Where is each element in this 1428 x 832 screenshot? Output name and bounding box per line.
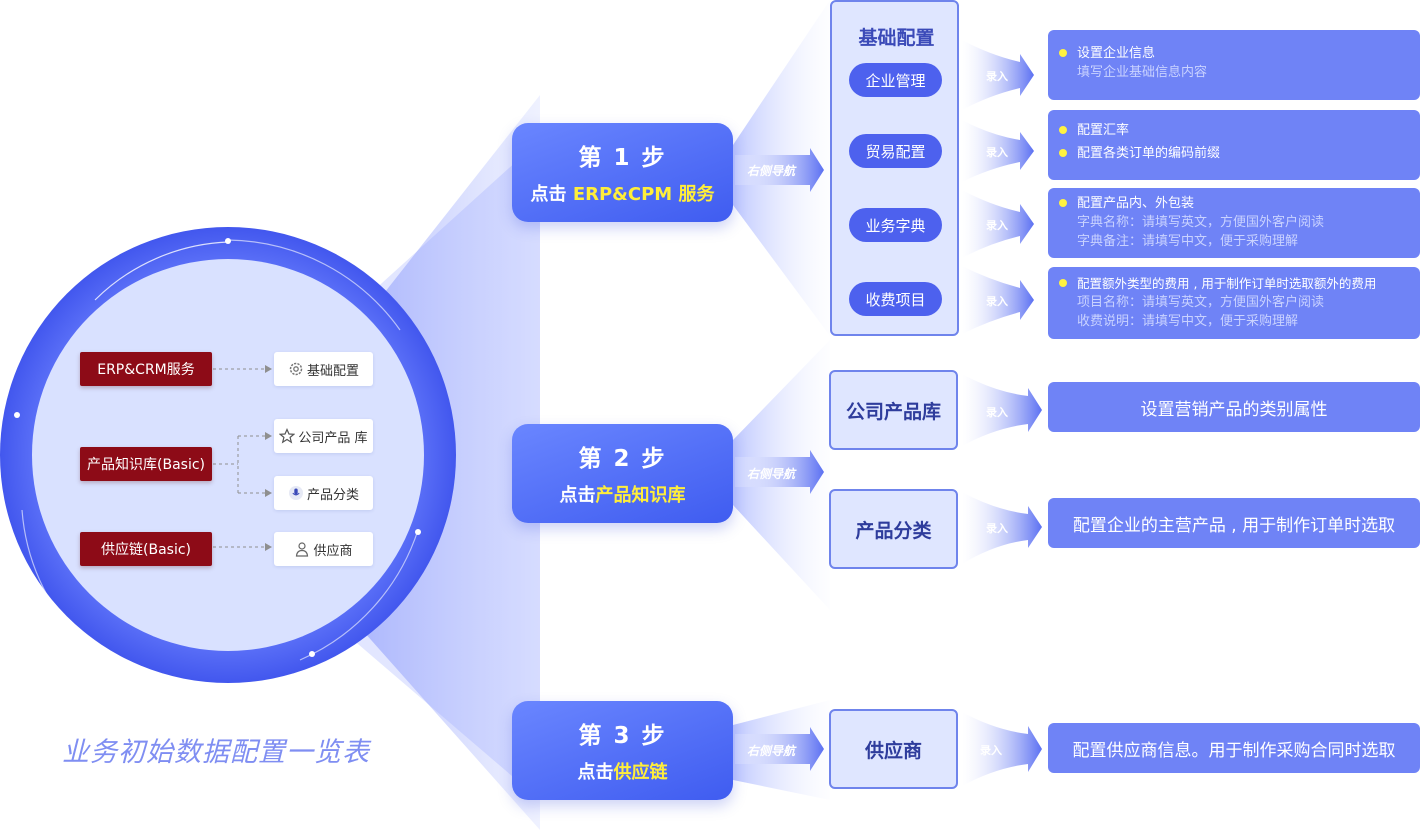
bullet-dot (1059, 149, 1067, 157)
entry-label: 录入 (980, 744, 1002, 757)
module-erp-crm: ERP&CRM服务 (80, 352, 212, 386)
step-action: 点击供应链 (577, 762, 668, 783)
step-title: 第 2 步 (578, 446, 667, 472)
module-label: 产品知识库(Basic) (87, 457, 205, 473)
info-bullet: 配置汇率 (1048, 121, 1420, 140)
config-item-fee: 收费项目 (849, 282, 942, 316)
module-item-company-product-lib: 公司产品 库 (274, 419, 373, 453)
mic-icon (288, 486, 303, 500)
bullet-dot (1059, 199, 1067, 207)
module-item-basic-config: 基础配置 (274, 352, 373, 386)
bullet-dot (1059, 49, 1067, 57)
info-enterprise: 设置企业信息 填写企业基础信息内容 (1048, 30, 1420, 100)
config-item-enterprise: 企业管理 (849, 63, 942, 97)
info-trade: 配置汇率 配置各类订单的编码前缀 (1048, 110, 1420, 180)
basic-config-panel: 基础配置 (830, 0, 959, 336)
info-product-library: 设置营销产品的类别属性 (1048, 382, 1420, 432)
supplier-box: 供应商 (829, 709, 958, 789)
info-bullet: 配置各类订单的编码前缀 (1048, 144, 1420, 163)
entry-label: 录入 (986, 146, 1008, 159)
step-action: 点击产品知识库 (559, 485, 686, 506)
bullet-dot (1059, 279, 1067, 287)
nav-label: 右侧导航 (747, 467, 796, 481)
info-supplier: 配置供应商信息。用于制作采购合同时选取 (1048, 723, 1420, 773)
module-product-knowledge: 产品知识库(Basic) (80, 447, 212, 481)
module-item-label: 公司产品 库 (298, 430, 368, 446)
step-title: 第 1 步 (578, 145, 667, 171)
entry-label: 录入 (986, 522, 1008, 535)
module-item-label: 供应商 (313, 543, 353, 559)
entry-label: 录入 (986, 219, 1008, 232)
info-dictionary: 配置产品内、外包装 字典名称：请填写英文，方便国外客户阅读 字典备注：请填写中文… (1048, 188, 1420, 258)
info-fee: 配置额外类型的费用 , 用于制作订单时选取额外的费用 项目名称：请填写英文，方便… (1048, 267, 1420, 339)
module-item-supplier: 供应商 (274, 532, 373, 566)
step-highlight: 供应链 (613, 762, 668, 783)
nav-label: 右侧导航 (747, 164, 796, 178)
product-category-box: 产品分类 (829, 489, 958, 569)
nav-label: 右侧导航 (747, 744, 796, 758)
config-item-dictionary: 业务字典 (849, 208, 942, 242)
entry-label: 录入 (986, 406, 1008, 419)
step-highlight: 产品知识库 (595, 485, 686, 506)
diagram-caption: 业务初始数据配置一览表 (62, 737, 370, 768)
module-item-label: 产品分类 (306, 487, 359, 503)
user-icon (296, 542, 309, 557)
step-highlight: ERP&CPM 服务 (572, 184, 715, 205)
config-item-trade: 贸易配置 (849, 134, 942, 168)
panel-title: 基础配置 (858, 27, 935, 49)
info-sub: 项目名称：请填写英文，方便国外客户阅读 (1077, 295, 1325, 310)
entry-label: 录入 (986, 295, 1008, 308)
info-sub: 字典备注：请填写中文，便于采购理解 (1077, 234, 1299, 249)
module-item-product-category: 产品分类 (274, 476, 373, 510)
step-3-card: 第 3 步 点击供应链 (512, 701, 733, 800)
module-item-label: 基础配置 (306, 363, 359, 379)
module-supply-chain: 供应链(Basic) (80, 532, 212, 566)
info-bullet: 配置额外类型的费用 , 用于制作订单时选取额外的费用 (1048, 274, 1420, 293)
module-label: ERP&CRM服务 (97, 362, 195, 378)
info-sub: 收费说明：请填写中文，便于采购理解 (1077, 314, 1299, 329)
gear-icon (289, 362, 303, 376)
info-sub: 填写企业基础信息内容 (1077, 65, 1208, 80)
info-product-category: 配置企业的主营产品 , 用于制作订单时选取 (1048, 498, 1420, 548)
step-2-card: 第 2 步 点击产品知识库 (512, 424, 733, 523)
product-library-box: 公司产品库 (829, 370, 958, 450)
step-action: 点击 ERP&CPM 服务 (530, 184, 715, 205)
info-bullet: 设置企业信息 (1048, 44, 1420, 63)
step-1-card: 第 1 步 点击 ERP&CPM 服务 (512, 123, 733, 222)
star-icon (279, 428, 296, 444)
info-sub: 字典名称：请填写英文，方便国外客户阅读 (1077, 215, 1325, 230)
module-label: 供应链(Basic) (101, 542, 191, 558)
step-title: 第 3 步 (578, 723, 667, 749)
info-bullet: 配置产品内、外包装 (1048, 194, 1420, 213)
bullet-dot (1059, 126, 1067, 134)
entry-label: 录入 (986, 70, 1008, 83)
